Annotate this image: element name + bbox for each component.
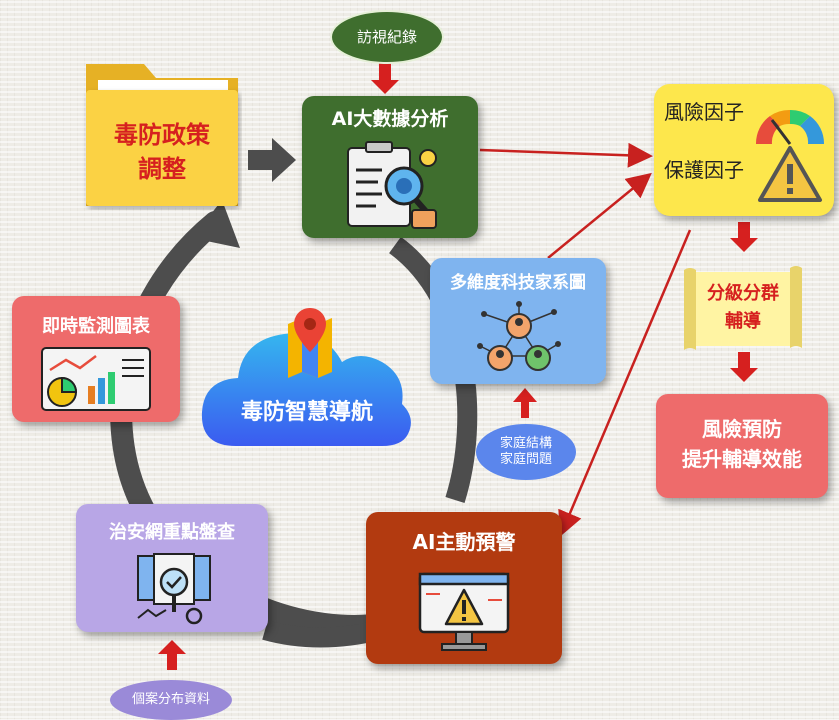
prevention-title: 風險預防 提升輔導效能 xyxy=(656,414,828,474)
family-map-box: 多維度科技家系圖 xyxy=(430,258,606,384)
red-arrow-visit xyxy=(371,62,399,94)
line-risk-to-alert xyxy=(558,229,692,537)
red-arrow-case-up xyxy=(158,640,186,670)
warning-monitor-icon xyxy=(418,572,510,651)
family-structure-line2: 家庭問題 xyxy=(499,452,552,467)
visit-record-badge: 訪視紀錄 xyxy=(330,10,444,64)
ai-analysis-box: AI大數據分析 xyxy=(302,96,478,238)
prevention-line2: 提升輔導效能 xyxy=(682,447,802,471)
family-map-title: 多維度科技家系圖 xyxy=(450,273,586,293)
line-family-to-risk xyxy=(547,172,652,259)
red-arrow-family-up xyxy=(513,388,537,418)
data-analysis-icon xyxy=(347,141,437,229)
chart-dashboard-icon xyxy=(41,347,151,411)
protect-factor-label: 保護因子 xyxy=(664,158,744,182)
ai-alert-title: AI主動預警 xyxy=(412,530,516,554)
policy-folder: 毒防政策 調整 xyxy=(82,60,242,210)
cloud-shape xyxy=(201,333,411,446)
center-label: 毒防智慧導航 xyxy=(240,400,373,425)
gray-arrow-policy-to-ai xyxy=(248,138,296,182)
policy-line1: 毒防政策 xyxy=(114,121,210,149)
risk-factor-box: 風險因子 保護因子 xyxy=(654,84,834,216)
case-data-label: 個案分布資料 xyxy=(131,692,210,707)
grading-scroll: 分級分群 輔導 xyxy=(680,266,806,352)
family-structure-line1: 家庭結構 xyxy=(499,436,552,451)
ai-analysis-title: AI大數據分析 xyxy=(331,108,449,130)
cycle-ring-bottom xyxy=(262,620,383,648)
network-people-icon xyxy=(477,301,561,371)
cycle-arrowhead xyxy=(192,200,240,248)
security-check-box: 治安網重點盤查 xyxy=(76,504,268,632)
folder-icon xyxy=(86,64,238,206)
prevention-line1: 風險預防 xyxy=(702,417,782,441)
realtime-chart-box: 即時監測圖表 xyxy=(12,296,180,422)
red-arrow-risk-to-grading xyxy=(730,222,758,252)
ai-alert-box: AI主動預警 xyxy=(366,512,562,664)
risk-factor-label: 風險因子 xyxy=(664,100,744,124)
policy-title: 毒防政策 調整 xyxy=(82,118,242,186)
scroll-banner xyxy=(684,266,802,350)
gauge-warning-icon xyxy=(755,109,825,202)
case-data-badge: 個案分布資料 xyxy=(110,680,232,720)
security-check-title: 治安網重點盤查 xyxy=(109,522,235,543)
grading-line2: 輔導 xyxy=(725,311,761,332)
realtime-chart-title: 即時監測圖表 xyxy=(42,316,150,337)
grading-line1: 分級分群 xyxy=(707,283,779,304)
family-structure-badge: 家庭結構 家庭問題 xyxy=(476,424,576,480)
grading-title: 分級分群 輔導 xyxy=(680,280,806,336)
map-pin-icon xyxy=(288,308,332,378)
prevention-box: 風險預防 提升輔導效能 xyxy=(656,394,828,498)
visit-record-label: 訪視紀錄 xyxy=(356,28,417,46)
policy-line2: 調整 xyxy=(138,155,186,183)
red-arrow-grading-to-prevention xyxy=(730,352,758,382)
line-ai-to-risk xyxy=(479,142,653,168)
center-cloud: 毒防智慧導航 xyxy=(196,300,418,450)
search-document-icon xyxy=(137,553,211,625)
